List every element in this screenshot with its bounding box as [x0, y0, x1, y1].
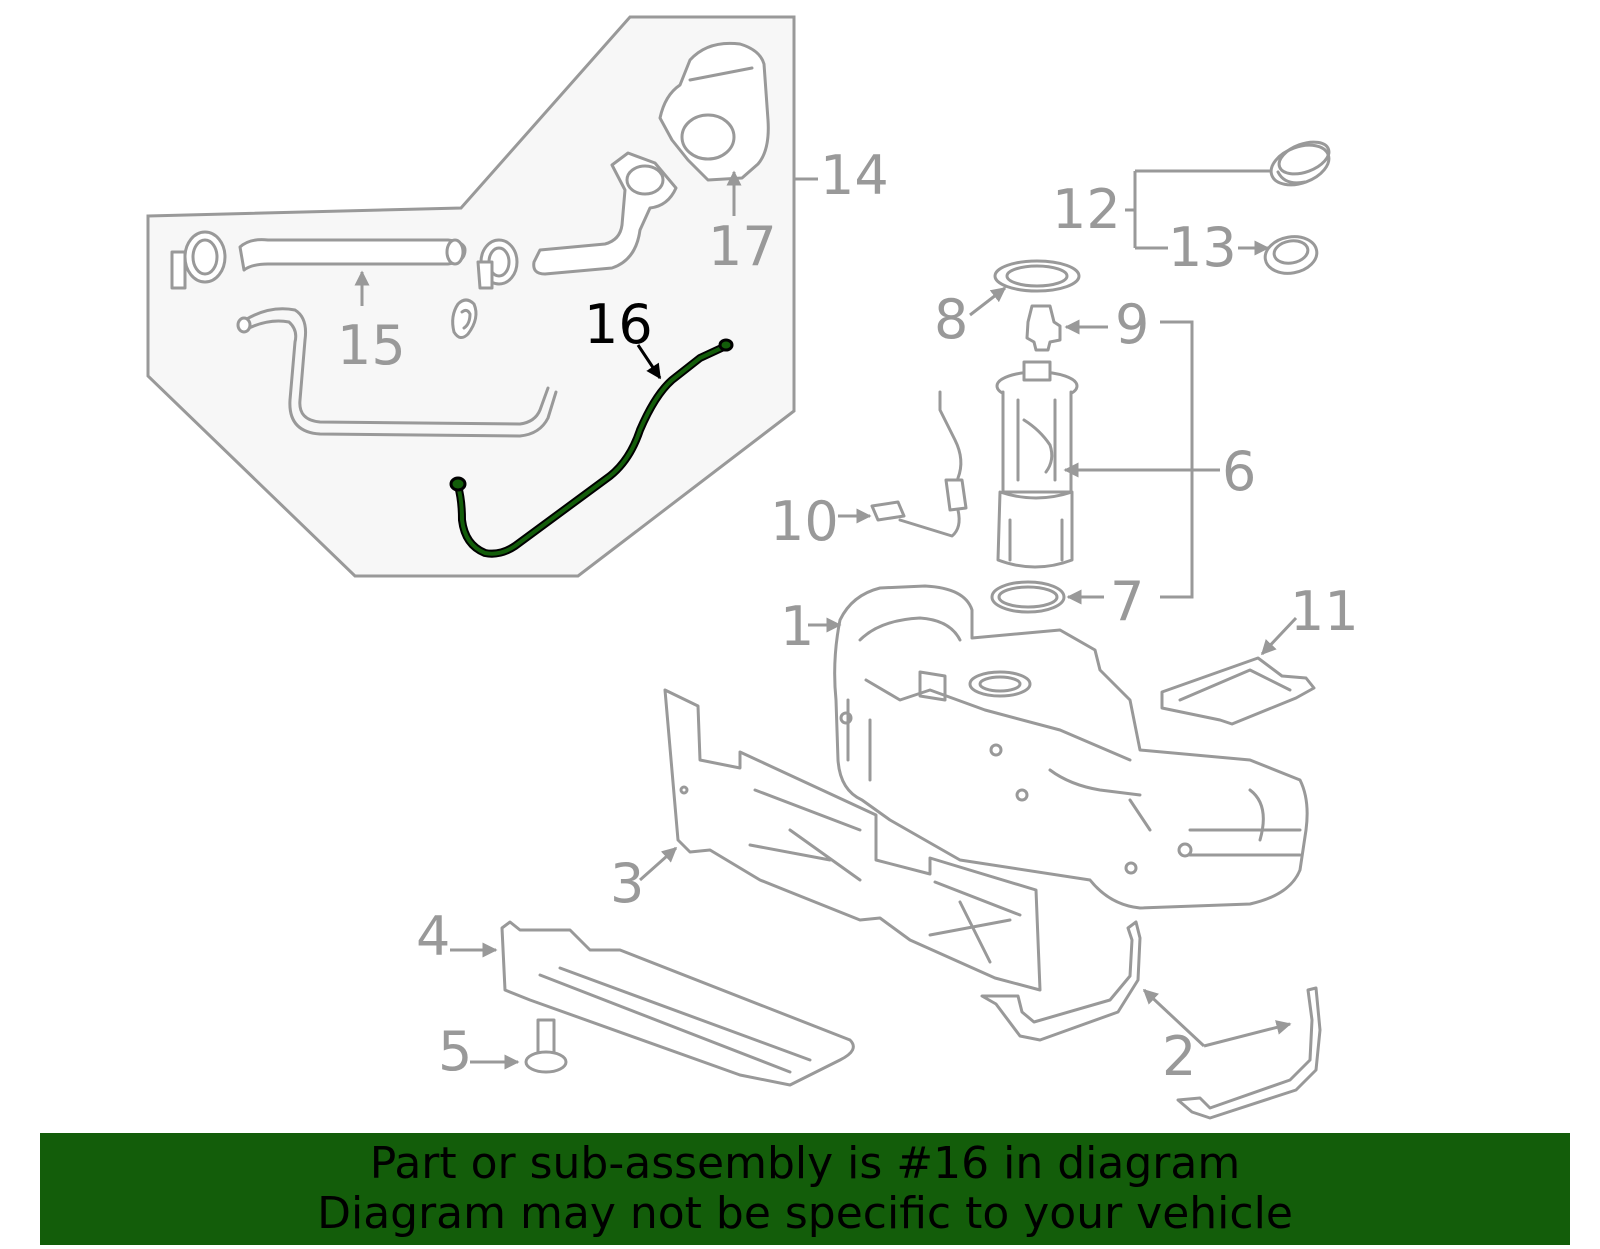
- banner-line-1: Part or sub-assembly is #16 in diagram: [369, 1138, 1241, 1189]
- callout-16: 16: [584, 293, 653, 356]
- callout-6: 6: [1222, 440, 1256, 503]
- callout-3: 3: [610, 852, 644, 915]
- callout-5: 5: [438, 1020, 472, 1083]
- part-17-filler-housing: [658, 41, 770, 216]
- part-1-fuel-tank: [808, 584, 1309, 910]
- part-2-straps: [980, 920, 1322, 1120]
- part-6-fuel-pump-module: [898, 360, 1220, 569]
- part-16-vapor-hose[interactable]: [449, 338, 734, 558]
- callout-12: 12: [1052, 178, 1121, 241]
- callout-1: 1: [780, 595, 814, 658]
- callout-15: 15: [337, 314, 406, 377]
- callout-10: 10: [770, 490, 839, 553]
- callout-13: 13: [1168, 216, 1237, 279]
- grommet: [451, 298, 478, 339]
- part-13-seal: [1263, 235, 1319, 275]
- callout-2: 2: [1162, 1025, 1196, 1088]
- callout-8: 8: [934, 288, 968, 351]
- part-10-fuel-level-sender: [838, 500, 906, 524]
- clamp-left: [170, 230, 227, 290]
- part-5-bolt: [470, 1018, 568, 1074]
- part-12-fuel-cap: [1269, 140, 1331, 187]
- part-11-heat-shield: [1160, 616, 1316, 726]
- part-3-skid-plate: [639, 688, 1042, 992]
- callout-7: 7: [1110, 570, 1144, 633]
- clamp-right: [476, 238, 519, 290]
- callout-17: 17: [708, 215, 777, 278]
- callout-11: 11: [1290, 580, 1359, 643]
- bracket-6-7-9: [1160, 320, 1194, 599]
- parts-diagram: 1 2 3 4 5 6 7 8 9 10 11 12 13 14 15 16 1…: [146, 15, 1359, 1120]
- callout-9: 9: [1115, 293, 1149, 356]
- banner-line-2: Diagram may not be specific to your vehi…: [317, 1188, 1293, 1239]
- vent-hose: [236, 307, 558, 438]
- part-4-shield: [450, 920, 855, 1087]
- part-7-module-seal: [990, 580, 1104, 614]
- part-15-filler-hose[interactable]: [238, 238, 467, 306]
- callout-14: 14: [820, 144, 889, 207]
- filler-neck-pipe: [532, 151, 678, 276]
- part-8-lock-ring: [969, 259, 1081, 317]
- info-banner: Part or sub-assembly is #16 in diagram D…: [40, 1133, 1570, 1245]
- callout-4: 4: [416, 905, 450, 968]
- part-9-pressure-regulator: [1025, 304, 1108, 352]
